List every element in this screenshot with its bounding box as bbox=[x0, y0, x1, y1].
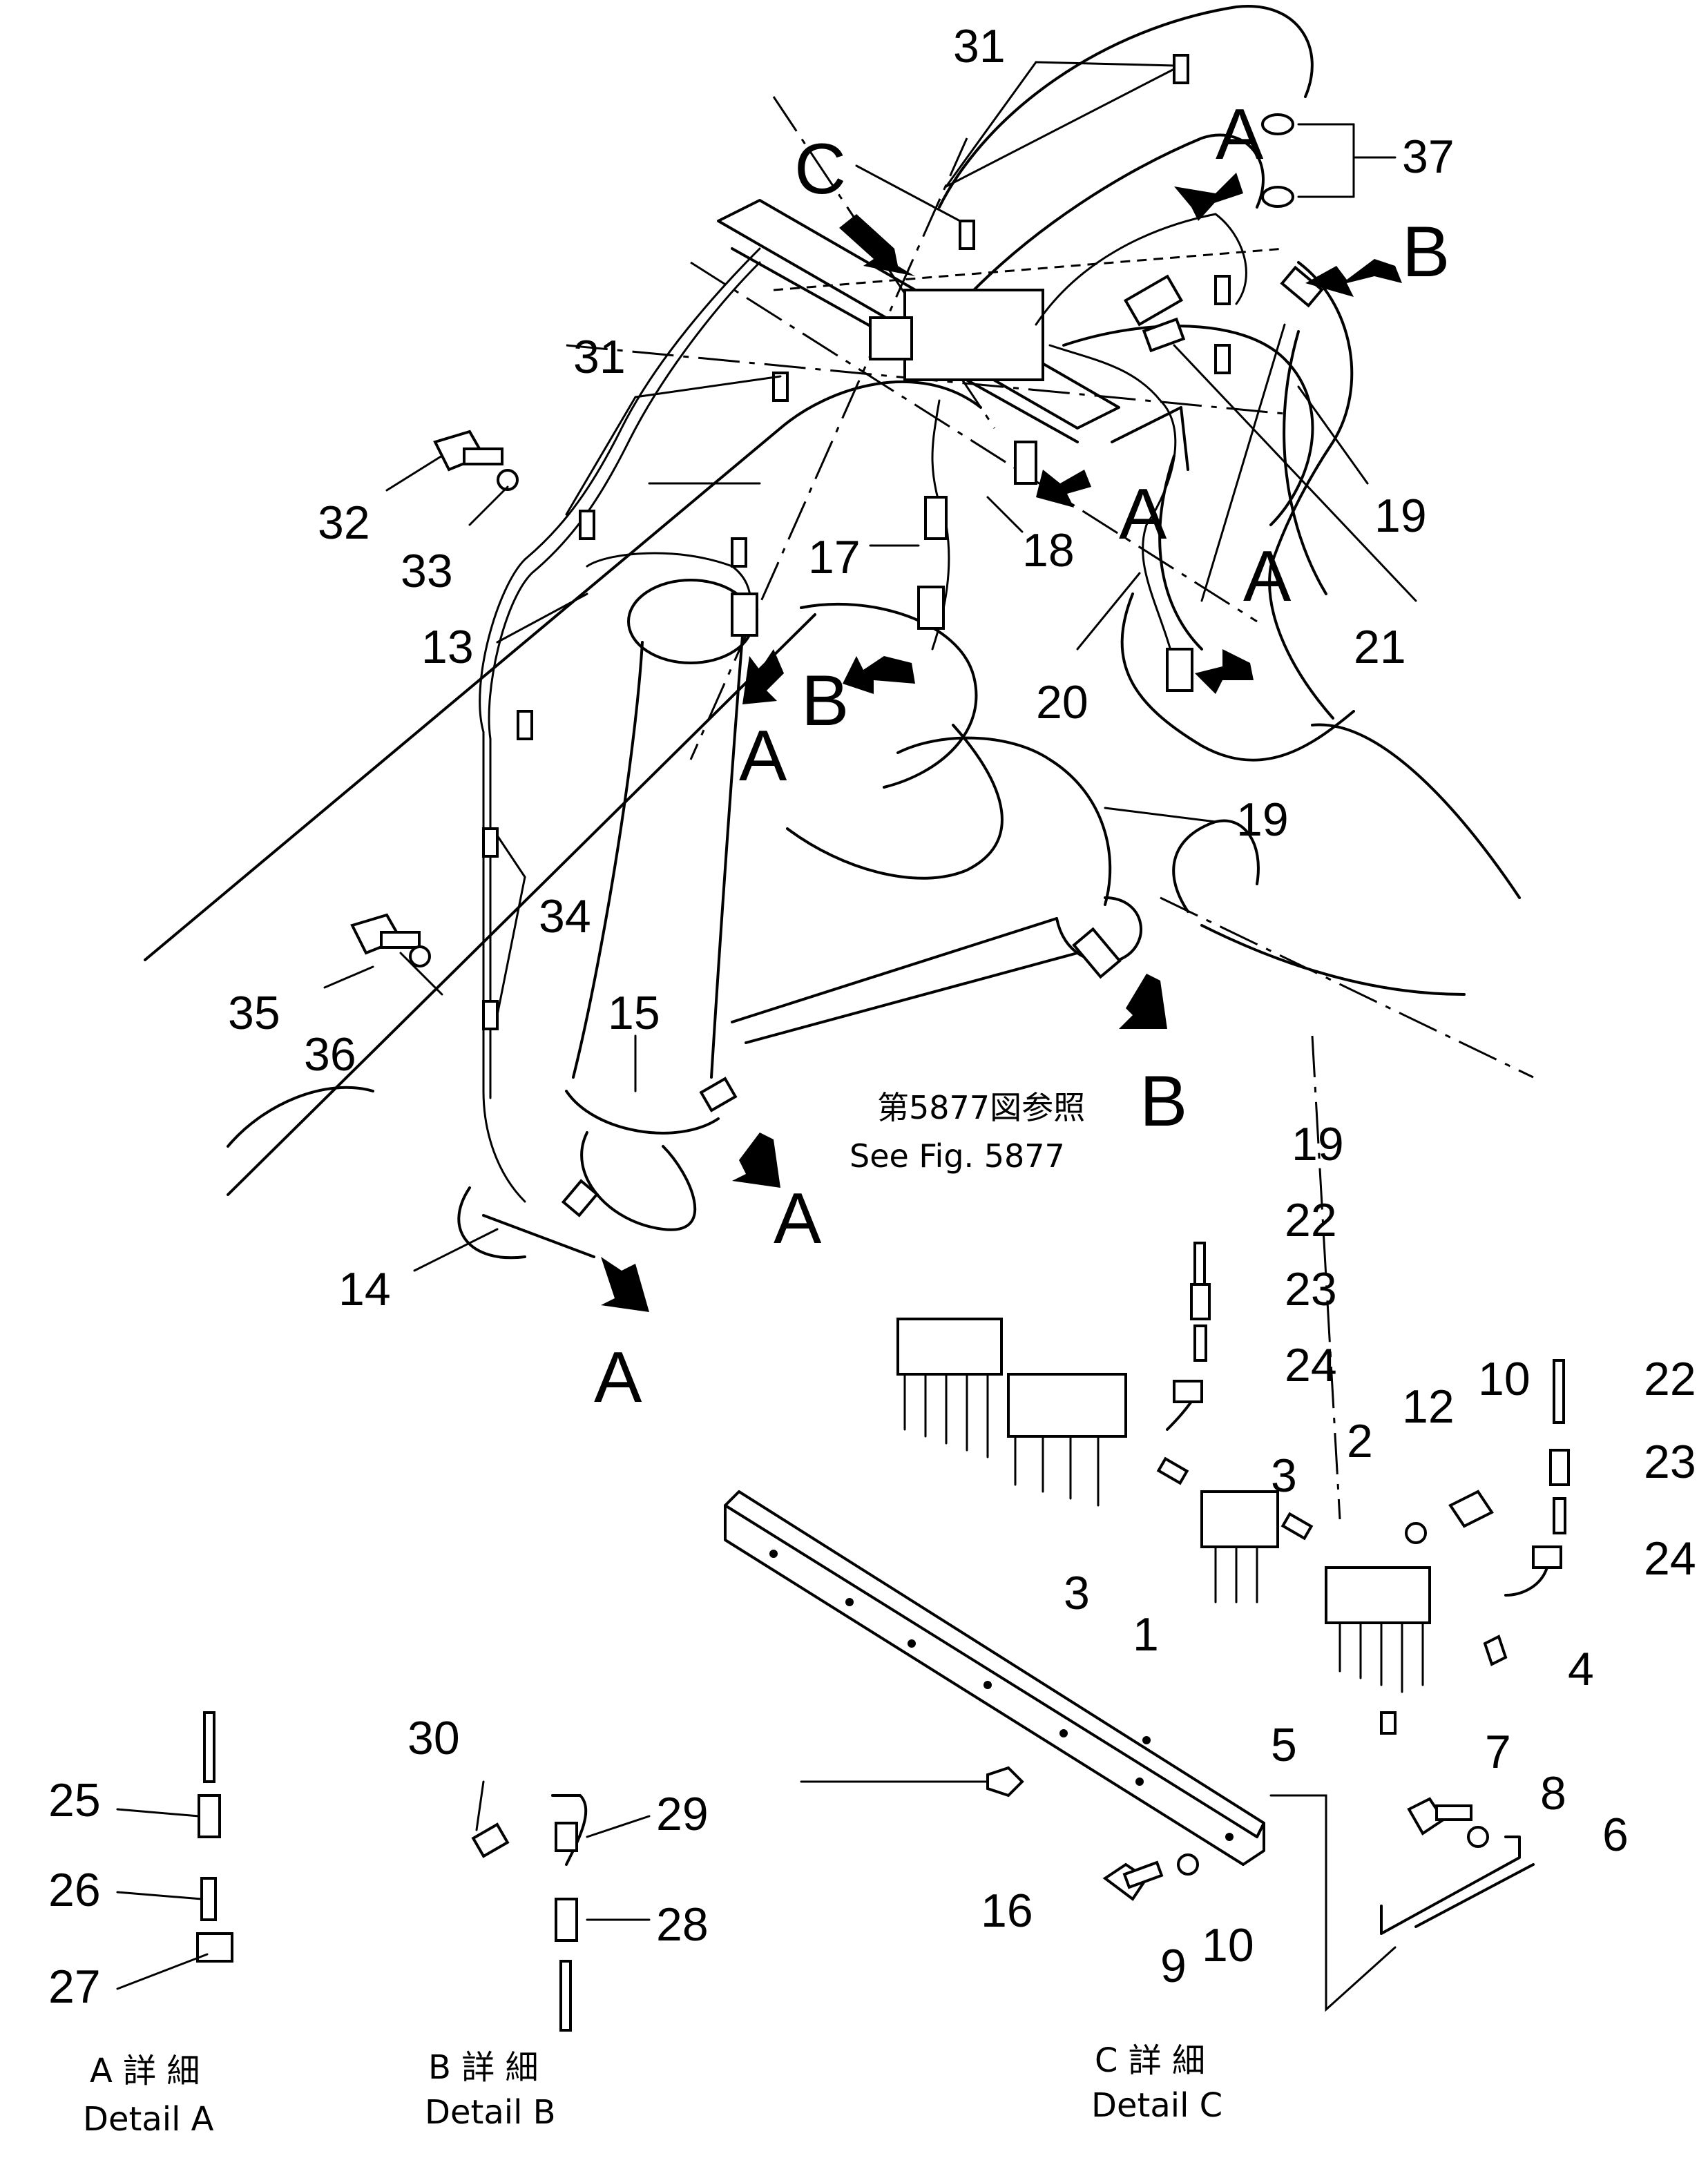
detail-b-assembly bbox=[471, 1780, 651, 2032]
detail-b-caption-en: Detail B bbox=[425, 2093, 556, 2132]
part-number: 12 bbox=[1402, 1380, 1455, 1433]
detail-b-caption-jp: B 詳 細 bbox=[428, 2048, 538, 2087]
arrow-label: A bbox=[1119, 474, 1167, 555]
reference-note-en: See Fig. 5877 bbox=[850, 1137, 1065, 1175]
part-number: 37 bbox=[1402, 131, 1455, 183]
part-number: 28 bbox=[656, 1898, 709, 1951]
part-number: 31 bbox=[953, 20, 1006, 73]
arrow-label: A bbox=[739, 716, 787, 796]
main-fittings bbox=[561, 265, 1324, 1217]
detail-c-assembly bbox=[724, 1242, 1570, 2012]
part-number: 27 bbox=[48, 1960, 101, 2013]
center-lines bbox=[566, 96, 1534, 1520]
part-number: 17 bbox=[808, 531, 861, 584]
leader-lines bbox=[323, 61, 1417, 1783]
part-number: 10 bbox=[1478, 1353, 1531, 1405]
part-number: 35 bbox=[228, 987, 280, 1039]
part-number: 30 bbox=[407, 1712, 460, 1764]
part-number: 13 bbox=[421, 621, 474, 673]
part-number: 29 bbox=[656, 1788, 709, 1840]
arrow-label: A bbox=[774, 1179, 822, 1259]
part-number: 15 bbox=[608, 987, 660, 1039]
arrow-label: B bbox=[1402, 212, 1450, 292]
part-number: 36 bbox=[304, 1028, 356, 1081]
arrow-label: A bbox=[1243, 537, 1292, 617]
part-number: 8 bbox=[1540, 1767, 1566, 1820]
arrow-label: B bbox=[801, 661, 849, 741]
part-number: 19 bbox=[1292, 1118, 1344, 1170]
arrow-label: A bbox=[1216, 95, 1264, 175]
part-number: 19 bbox=[1236, 793, 1289, 846]
part-number: 24 bbox=[1285, 1339, 1337, 1391]
part-number: 21 bbox=[1354, 621, 1406, 673]
part-number: 34 bbox=[539, 890, 591, 943]
arrow-label: C bbox=[794, 129, 846, 209]
main-frame bbox=[144, 5, 1521, 1260]
main-bolts bbox=[350, 430, 519, 967]
detail-a-caption-jp: A 詳 細 bbox=[90, 2052, 200, 2090]
part-number: 4 bbox=[1568, 1643, 1594, 1695]
part-number: 14 bbox=[338, 1263, 391, 1316]
tubing bbox=[479, 213, 1247, 1203]
part-number: 16 bbox=[981, 1885, 1033, 1937]
detail-a-caption-en: Detail A bbox=[83, 2100, 214, 2139]
tube-clips bbox=[482, 54, 1294, 1030]
detail-c-caption-jp: C 詳 細 bbox=[1095, 2041, 1205, 2080]
part-number: 23 bbox=[1644, 1436, 1696, 1488]
labels: 31 31 37 32 33 13 17 18 19 21 20 19 34 3… bbox=[48, 20, 1696, 2139]
part-number: 31 bbox=[573, 331, 626, 383]
part-number: 1 bbox=[1133, 1608, 1159, 1661]
part-number: 20 bbox=[1036, 676, 1088, 729]
part-number: 2 bbox=[1347, 1415, 1373, 1467]
direction-arrows bbox=[601, 173, 1402, 1312]
part-number: 3 bbox=[1064, 1567, 1090, 1619]
part-number: 3 bbox=[1271, 1449, 1297, 1502]
part-number: 10 bbox=[1202, 1919, 1254, 1972]
arrow-label: B bbox=[1140, 1061, 1187, 1141]
part-number: 25 bbox=[48, 1774, 101, 1827]
part-number: 18 bbox=[1022, 524, 1075, 577]
part-number: 7 bbox=[1485, 1726, 1511, 1778]
arrow-label: A bbox=[594, 1338, 642, 1418]
detail-c-caption-en: Detail C bbox=[1091, 2086, 1222, 2125]
part-number: 26 bbox=[48, 1864, 101, 1916]
part-number: 6 bbox=[1602, 1809, 1629, 1861]
part-number: 22 bbox=[1285, 1194, 1337, 1246]
part-number: 24 bbox=[1644, 1532, 1696, 1585]
part-number: 23 bbox=[1285, 1263, 1337, 1316]
detail-a-assembly bbox=[116, 1711, 233, 1990]
part-number: 9 bbox=[1160, 1940, 1187, 1992]
part-number: 22 bbox=[1644, 1353, 1696, 1405]
part-number: 5 bbox=[1271, 1719, 1297, 1771]
part-number: 33 bbox=[401, 545, 453, 597]
part-number: 32 bbox=[318, 497, 370, 549]
part-number: 19 bbox=[1374, 490, 1427, 542]
reference-note-jp: 第5877図参照 bbox=[877, 1089, 1085, 1126]
